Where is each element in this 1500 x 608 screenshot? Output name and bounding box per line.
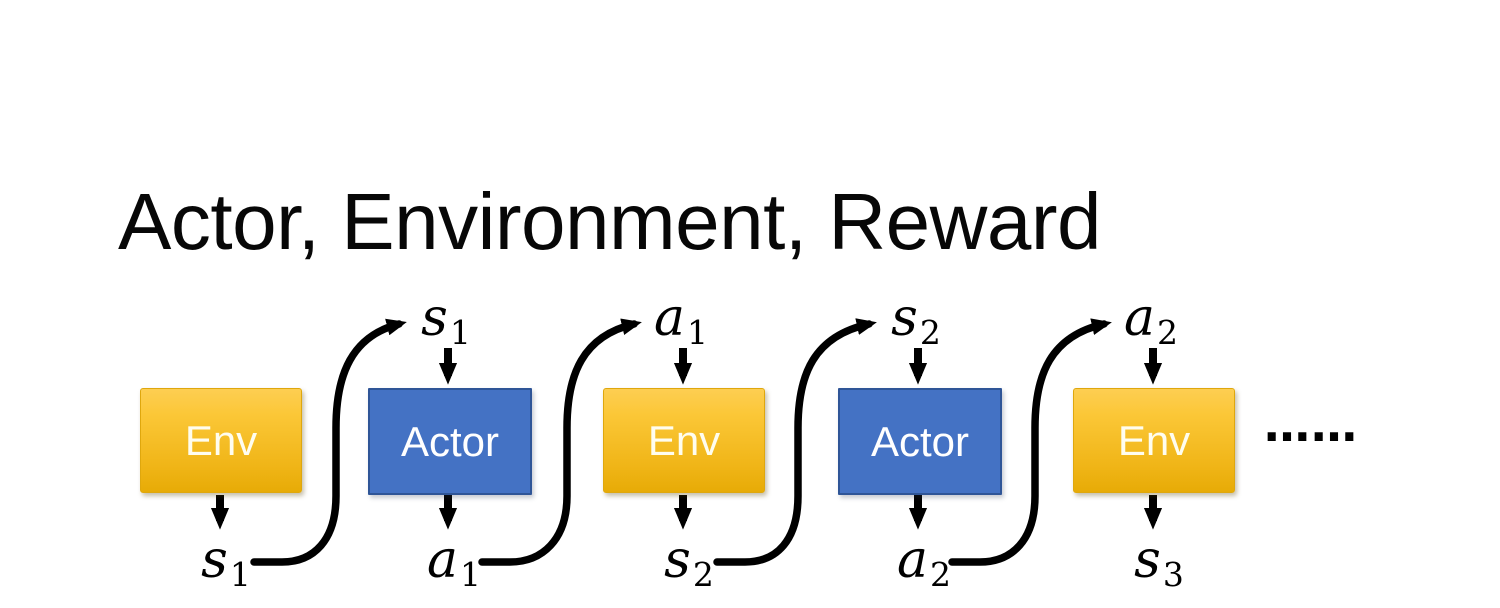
top-label-s2-sub: 2 [919,313,941,352]
env-box-3-label: Env [1117,416,1191,464]
top-label-a1: a1 [654,292,708,349]
bottom-label-a2: a2 [897,534,951,591]
bottom-label-s3-base: s [1134,530,1161,590]
top-label-s1-base: s [421,288,448,348]
top-label-a2: a2 [1124,292,1178,349]
top-label-a1-base: a [653,288,686,348]
bottom-label-a2-sub: 2 [930,555,952,594]
bottom-label-s1-sub: 1 [229,555,251,594]
env-box-2-label: Env [647,416,721,464]
continuation-dots: …… [1264,398,1358,452]
env-box-1: Env [140,388,302,493]
actor-box-2: Actor [838,388,1002,495]
bottom-label-a1-base: a [426,530,459,590]
page-title: Actor, Environment, Reward [118,176,1101,266]
bottom-label-a1: a1 [427,534,481,591]
env-box-3: Env [1073,388,1235,493]
env-box-1-label: Env [184,416,258,464]
bottom-label-s2: s2 [664,534,714,591]
bottom-label-a2-base: a [896,530,929,590]
top-label-a1-sub: 1 [687,313,709,352]
bottom-label-s3-sub: 3 [1162,555,1184,594]
bottom-label-s3: s3 [1134,534,1184,591]
top-label-s1: s1 [421,292,471,349]
bottom-label-a1-sub: 1 [460,555,482,594]
top-label-s1-sub: 1 [449,313,471,352]
actor-box-1-label: Actor [400,417,500,465]
actor-box-1: Actor [368,388,532,495]
top-label-a2-base: a [1123,288,1156,348]
actor-box-2-label: Actor [870,417,970,465]
top-label-s2-base: s [891,288,918,348]
bottom-label-s2-base: s [664,530,691,590]
top-label-s2: s2 [891,292,941,349]
top-label-a2-sub: 2 [1157,313,1179,352]
env-box-2: Env [603,388,765,493]
bottom-label-s1-base: s [201,530,228,590]
bottom-label-s1: s1 [201,534,251,591]
bottom-label-s2-sub: 2 [692,555,714,594]
